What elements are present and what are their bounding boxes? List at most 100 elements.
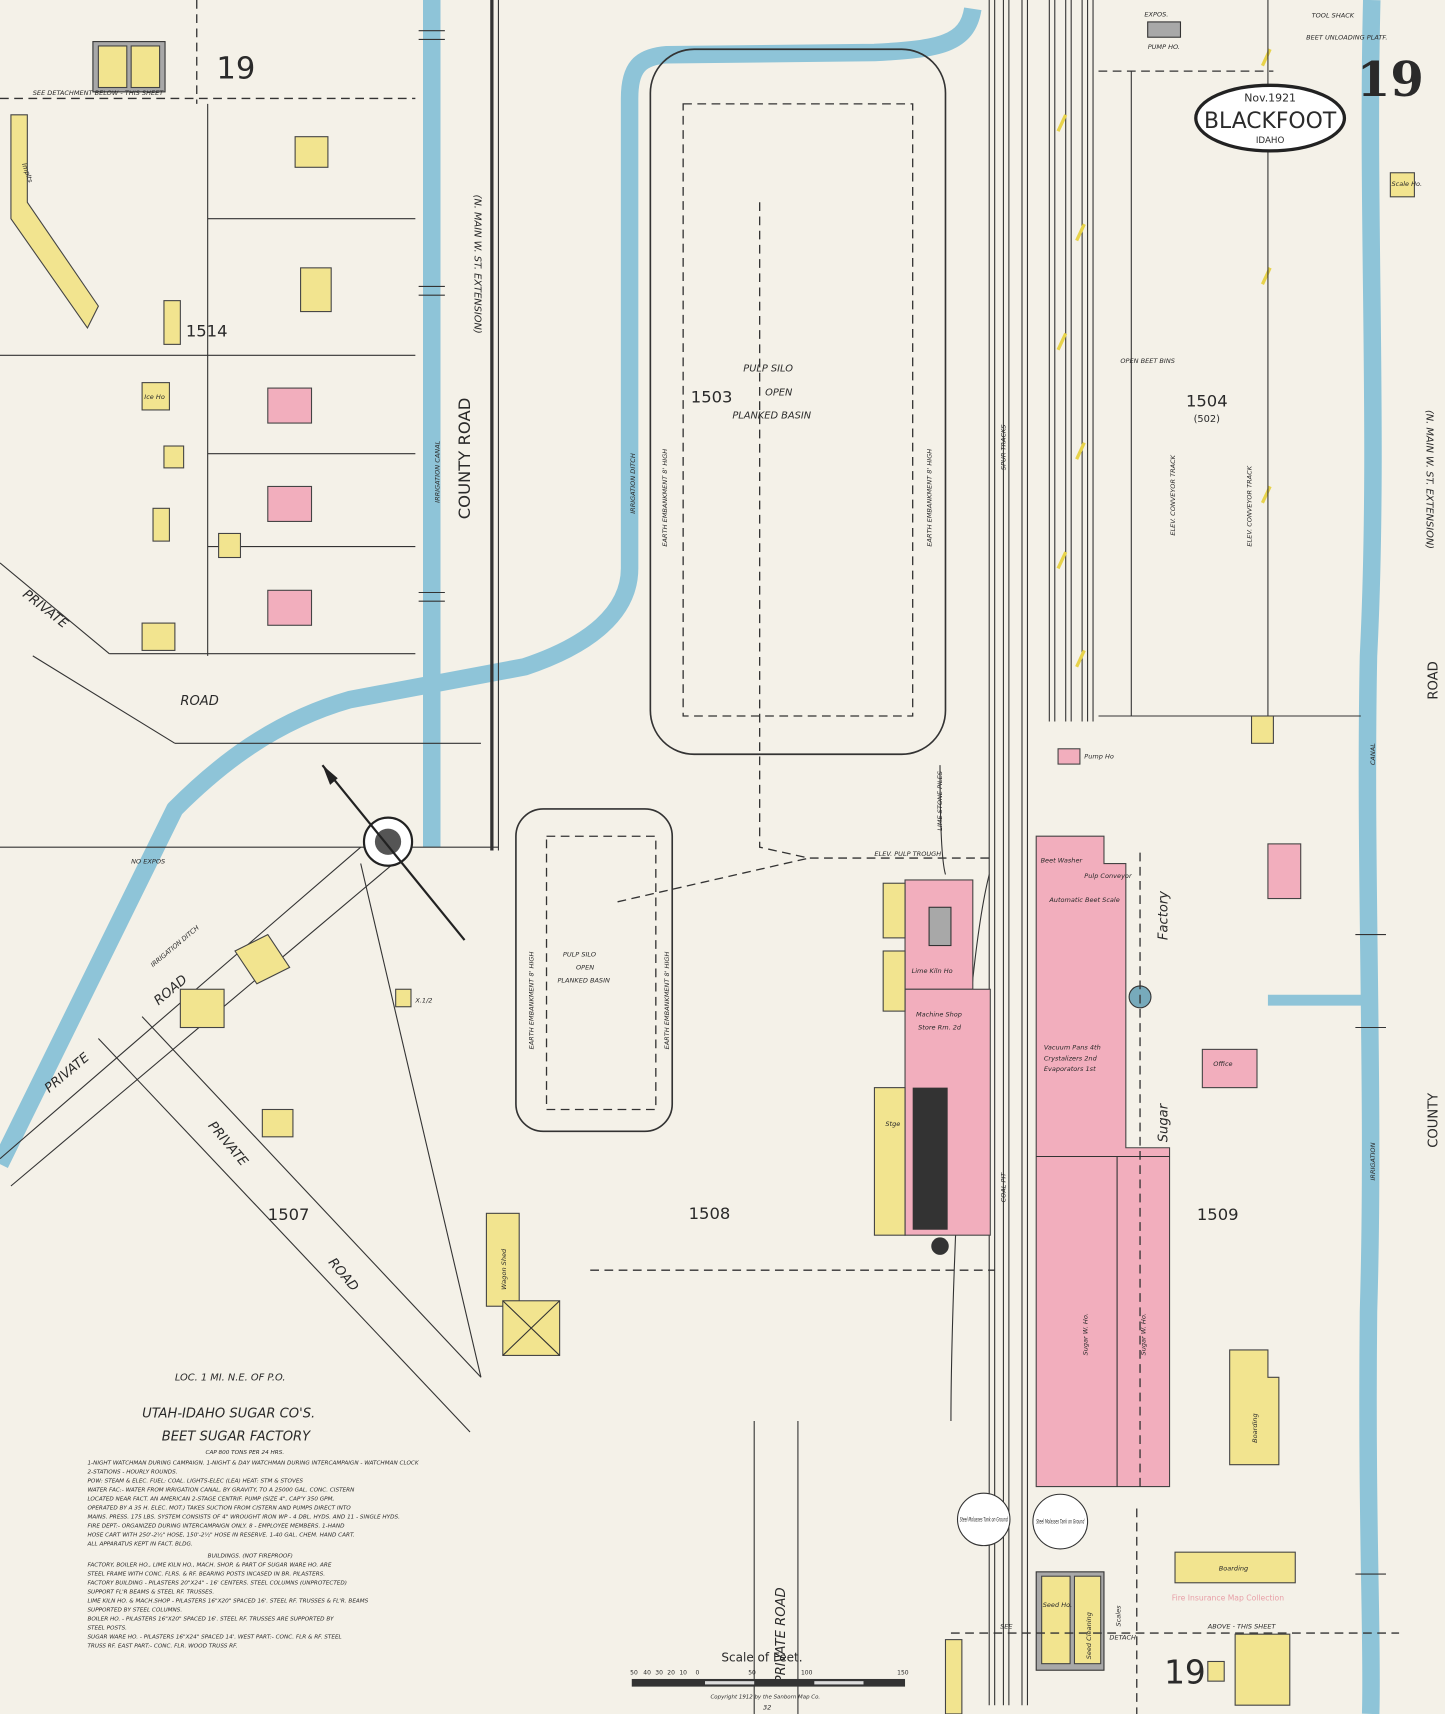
scale-tick-label: 20 xyxy=(667,1670,675,1677)
seed-cleaning-label: Seed Cleaning xyxy=(1085,1612,1093,1659)
pump-house-top xyxy=(1147,21,1182,38)
factory-building xyxy=(1035,835,1171,1488)
note-line: FIRE DEPT:- ORGANIZED DURING INTERCAMPAI… xyxy=(87,1523,345,1529)
collection-stamp: Fire Insurance Map Collection xyxy=(1172,1593,1284,1602)
seed-house-inner xyxy=(1041,1575,1071,1665)
pulp-silo-basin-1-inner xyxy=(682,103,914,717)
outbuilding xyxy=(163,300,181,345)
location-note: LOC. 1 MI. N.E. OF P.O. xyxy=(175,1373,286,1384)
scale-tick-label: 0 xyxy=(695,1670,699,1677)
lime-stone-label: LIME STONE PILES xyxy=(936,771,944,831)
embankment-label: EARTH EMBANKMENT 8' HIGH xyxy=(661,449,669,547)
sheet-number: 19 xyxy=(1357,52,1424,108)
road-label-right: ROAD xyxy=(1426,661,1441,699)
beet-bin-markers xyxy=(1056,48,1272,668)
copyright: Copyright 1912 by the Sanborn Map Co. xyxy=(710,1695,820,1701)
seed-ho-label: Seed Ho. xyxy=(1043,1601,1072,1609)
private-road-label-bottom: PRIVATE ROAD xyxy=(774,1587,789,1683)
county-label-right: COUNTY xyxy=(1426,1092,1441,1148)
extension-label: (N. MAIN W. ST. EXTENSION) xyxy=(471,195,482,334)
storage-shed xyxy=(882,882,906,939)
facility-title: BEET SUGAR FACTORY xyxy=(162,1430,311,1445)
company-title: UTAH-IDAHO SUGAR CO'S. xyxy=(142,1407,315,1422)
storage-shed xyxy=(873,1087,906,1236)
note-line: FACTORY, BOILER HO., LIME KILN HO., MACH… xyxy=(87,1563,331,1569)
scale-ho-label: Scale Ho. xyxy=(1391,180,1422,188)
block-1514: 1514 xyxy=(186,322,228,341)
sugar-label: Sugar xyxy=(1156,1102,1171,1142)
crystalizers-label: Crystalizers 2nd xyxy=(1044,1054,1098,1062)
evaporators-label: Evaporators 1st xyxy=(1044,1065,1096,1073)
outbuilding xyxy=(218,532,242,559)
pulp-silo-2-label: PULP SILO xyxy=(563,950,596,958)
irrigation-label-right: IRRIGATION xyxy=(1369,1142,1377,1180)
office-label: Office xyxy=(1213,1060,1232,1068)
scale-tick-label: 100 xyxy=(801,1670,813,1677)
block-1504-old: (502) xyxy=(1194,414,1220,425)
pulp-silo-basin-2-inner xyxy=(545,835,657,1111)
wagon-shed xyxy=(485,1212,520,1307)
note-line: STEEL POSTS. xyxy=(87,1625,127,1631)
sheet-number-detached-top: 19 xyxy=(216,52,255,87)
sheet-date: Nov.1921 xyxy=(1244,92,1296,105)
pulp-silo-1-label: PULP SILO xyxy=(743,364,793,375)
note-line: FACTORY BUILDING - PILASTERS 20"X24" - 1… xyxy=(87,1581,347,1587)
note-line: TRUSS RF. EAST PART:- CONC. FLR. WOOD TR… xyxy=(87,1643,237,1649)
embankment-label: EARTH EMBANKMENT 8' HIGH xyxy=(663,952,671,1050)
molasses-tank-2 xyxy=(1032,1493,1089,1550)
open-beet-bins-label: OPEN BEET BINS xyxy=(1120,357,1175,365)
dwelling-v xyxy=(267,485,313,522)
scale-tick-label: 50 xyxy=(748,1670,756,1677)
dwelling-u xyxy=(267,387,313,424)
bottom-dwelling xyxy=(1234,1633,1291,1706)
note-line: BOILER HO. - PILASTERS 16"X20" SPACED 16… xyxy=(87,1616,334,1622)
note-line: LIME KILN HO. & MACH.SHOP - PILASTERS 16… xyxy=(87,1598,368,1604)
elev-conveyor-label: ELEV. CONVEYOR TRACK xyxy=(1246,465,1254,546)
dwelling-t xyxy=(300,267,332,313)
boarding-label-1: Boarding xyxy=(1251,1413,1259,1442)
pulp-silo-basin-1 xyxy=(649,48,947,756)
note-line: SUPPORTED BY STEEL COLUMNS. xyxy=(87,1607,182,1613)
dwelling xyxy=(234,933,291,985)
dwelling-y xyxy=(261,1108,294,1138)
pulp-trough xyxy=(759,202,990,859)
canal-label-right: CANAL xyxy=(1369,743,1377,765)
canal-bridges xyxy=(418,30,1386,1575)
pulp-conveyor-label: Pulp Conveyor xyxy=(1084,872,1133,880)
machine-shop-label: Machine Shop xyxy=(916,1011,962,1019)
molasses-tank-1 xyxy=(956,1492,1011,1547)
pulp-trough-label: ELEV. PULP TROUGH xyxy=(874,850,941,858)
irrigation-ditch xyxy=(0,6,982,1169)
detach-bottom-label: DETACH. xyxy=(1109,1634,1138,1642)
embankment-label: EARTH EMBANKMENT 8' HIGH xyxy=(527,952,535,1050)
building-x-half xyxy=(395,988,412,1008)
note-line: OPERATED BY A 35 H. ELEC. MOT.) TAKES SU… xyxy=(87,1506,351,1512)
detached-building-inner xyxy=(97,45,128,89)
scale-tick-label: 50 xyxy=(630,1670,638,1677)
factory-label: Factory xyxy=(1156,891,1171,940)
note-line: ALL APPARATUS KEPT IN FACT. BLDG. xyxy=(86,1541,192,1547)
molasses-tank-1-label: Steel Molasses Tank on Ground xyxy=(960,1516,1008,1524)
sheet-number-detached-bottom: 19 xyxy=(1164,1653,1206,1691)
beet-washer-label: Beet Washer xyxy=(1041,856,1084,864)
city-name: BLACKFOOT xyxy=(1204,109,1337,134)
storage-shed xyxy=(882,950,906,1012)
elev-conveyor-label: ELEV. CONVEYOR TRACK xyxy=(1169,454,1177,535)
sugar-wh-label-1: Sugar W. Ho. xyxy=(1082,1313,1090,1355)
expos-label: EXPOS. xyxy=(1144,10,1168,18)
no-expos-label: NO EXPOS xyxy=(131,858,165,866)
smoke-stack xyxy=(931,1237,949,1255)
state-name: IDAHO xyxy=(1256,136,1285,146)
railroad-tracks xyxy=(939,0,1094,1706)
dwelling-p xyxy=(294,136,329,168)
stge-label: Stge xyxy=(885,1120,900,1128)
scales-label: Scales xyxy=(1114,1605,1122,1627)
cartouche xyxy=(1194,83,1347,153)
pulp-silo-1-label: PLANKED BASIN xyxy=(732,411,811,422)
boarding-house-2 xyxy=(1174,1551,1296,1584)
wagon-shed-label: Wagon Shed xyxy=(500,1248,508,1290)
capacity-note: CAP 800 TONS PER 24 HRS. xyxy=(205,1450,284,1456)
boarding-label-2: Boarding xyxy=(1219,1565,1248,1573)
